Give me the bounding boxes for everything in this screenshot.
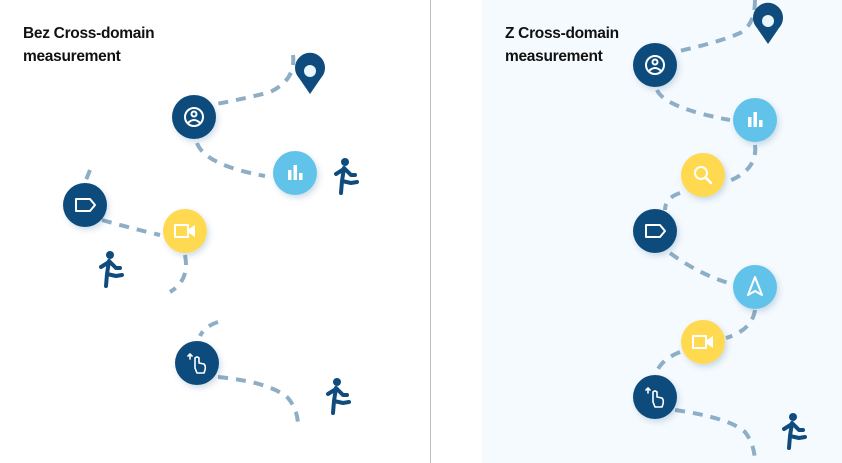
journey-dashed-path [674, 0, 757, 54]
search-icon [694, 166, 713, 185]
journey-dashed-path [84, 169, 92, 181]
journey-dashed-path [198, 320, 219, 337]
user-profile-icon [184, 107, 204, 127]
running-person-node [334, 158, 359, 195]
bar-chart-node [273, 151, 317, 195]
journey-dashed-path [209, 54, 296, 107]
video-camera-node [163, 209, 207, 253]
left-panel-title: Bez Cross-domain measurement [23, 22, 155, 68]
tag-icon [645, 224, 666, 238]
user-profile-node [172, 95, 216, 139]
node-circle [633, 375, 677, 419]
running-person-node [99, 251, 124, 288]
title-line-2: measurement [505, 48, 603, 65]
node-circle [733, 265, 777, 309]
location-pin-icon [295, 52, 325, 94]
touch-gesture-node [633, 375, 677, 419]
journey-dashed-path [168, 254, 188, 294]
tag-node [63, 183, 107, 227]
tag-icon [75, 198, 96, 212]
running-person-node [782, 413, 807, 450]
touch-gesture-icon [187, 353, 207, 374]
node-circle [63, 183, 107, 227]
right-panel-title: Z Cross-domain measurement [505, 22, 619, 68]
touch-gesture-icon [645, 387, 665, 408]
running-person-icon [334, 158, 359, 195]
running-person-icon [99, 251, 124, 288]
node-circle [163, 209, 207, 253]
journey-dashed-path [674, 408, 757, 463]
location-pin-node [295, 52, 325, 94]
title-line-1: Bez Cross-domain [23, 25, 155, 42]
video-camera-node [681, 320, 725, 364]
tag-node [633, 209, 677, 253]
search-node [681, 153, 725, 197]
journey-dashed-path [195, 142, 266, 178]
touch-gesture-node [175, 341, 219, 385]
bar-chart-node [733, 98, 777, 142]
node-circle [681, 320, 725, 364]
navigation-arrow-icon [747, 276, 763, 296]
left-panel-without-cross-domain: Bez Cross-domain measurement [23, 22, 155, 68]
title-line-1: Z Cross-domain [505, 25, 619, 42]
video-camera-icon [174, 224, 195, 238]
user-profile-node [633, 43, 677, 87]
video-camera-icon [692, 335, 713, 349]
running-person-icon [782, 413, 807, 450]
journey-dashed-path [101, 218, 161, 237]
bar-chart-icon [288, 165, 303, 180]
bar-chart-icon [748, 112, 763, 127]
journey-dashed-path [217, 375, 300, 427]
running-person-icon [326, 378, 351, 415]
journey-dashed-path [668, 251, 733, 286]
title-line-2: measurement [23, 48, 121, 65]
node-circle [175, 341, 219, 385]
journey-dashed-path [654, 350, 681, 375]
node-circle [633, 209, 677, 253]
running-person-node [326, 378, 351, 415]
navigation-arrow-node [733, 265, 777, 309]
journey-dashed-path [725, 309, 757, 340]
panel-divider [430, 0, 431, 463]
journey-dashed-path [655, 88, 731, 122]
journey-dashed-path [726, 144, 758, 184]
location-pin-icon [753, 2, 783, 44]
journey-dashed-path [663, 191, 681, 211]
node-circle [681, 153, 725, 197]
location-pin-node [753, 2, 783, 44]
user-profile-icon [645, 55, 665, 75]
